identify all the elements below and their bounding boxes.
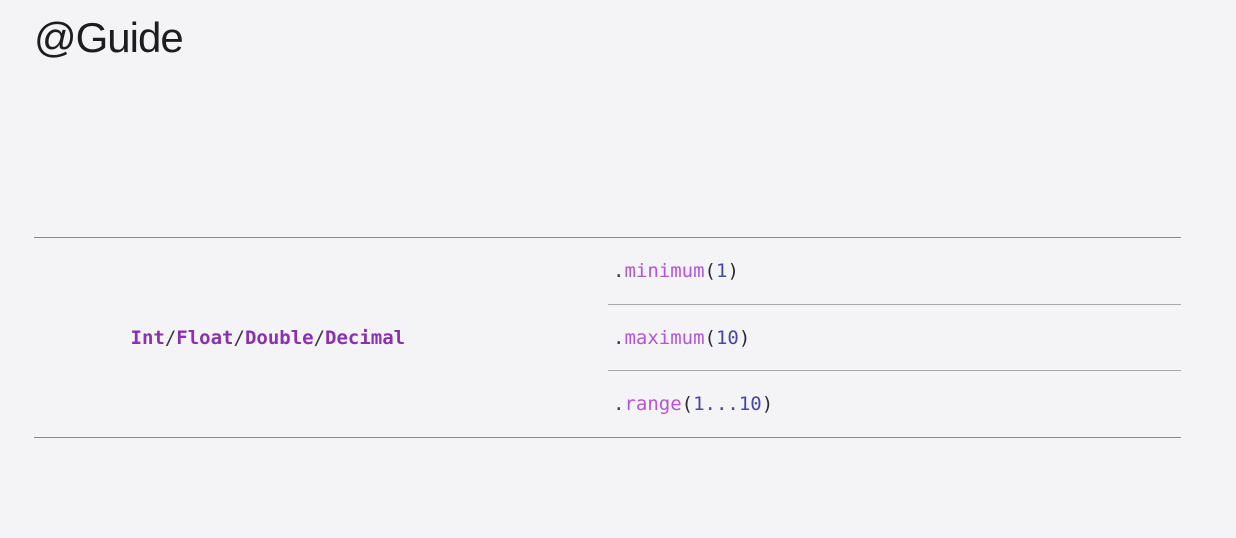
page-title: @Guide — [34, 14, 184, 61]
type-separator: / — [164, 326, 177, 349]
guide-table: Int/Float/Double/Decimal .minimum(1) .ma… — [34, 237, 1181, 438]
rule-row-minimum: .minimum(1) — [608, 238, 1181, 305]
rule-close-paren: ) — [727, 259, 739, 282]
rule-code: .range(1...10) — [613, 393, 773, 415]
rule-close-paren: ) — [761, 393, 774, 416]
rule-open-paren: ( — [704, 326, 716, 349]
type-float: Float — [176, 326, 234, 349]
rule-row-maximum: .maximum(10) — [608, 305, 1181, 372]
rules-column: .minimum(1) .maximum(10) .range(1...10) — [608, 238, 1181, 437]
type-double: Double — [244, 326, 314, 349]
rule-row-range: .range(1...10) — [608, 371, 1181, 437]
rule-args: 10 — [715, 326, 739, 349]
rule-dot: . — [613, 259, 625, 282]
rule-close-paren: ) — [738, 326, 751, 349]
rule-dot: . — [613, 326, 625, 349]
rule-method: maximum — [624, 326, 705, 349]
rule-open-paren: ( — [704, 259, 716, 282]
type-int: Int — [130, 326, 165, 349]
rule-args: 1...10 — [693, 393, 762, 416]
rule-method: minimum — [624, 259, 705, 282]
rule-code: .maximum(10) — [613, 327, 750, 349]
type-separator: / — [313, 326, 326, 349]
rule-open-paren: ( — [681, 393, 694, 416]
rule-code: .minimum(1) — [613, 260, 739, 282]
rule-args: 1 — [715, 259, 728, 282]
type-decimal: Decimal — [325, 326, 406, 349]
type-list: Int/Float/Double/Decimal — [39, 305, 406, 371]
rule-dot: . — [613, 393, 625, 416]
type-cell: Int/Float/Double/Decimal — [34, 238, 608, 437]
type-separator: / — [233, 326, 245, 349]
rule-method: range — [624, 393, 682, 416]
